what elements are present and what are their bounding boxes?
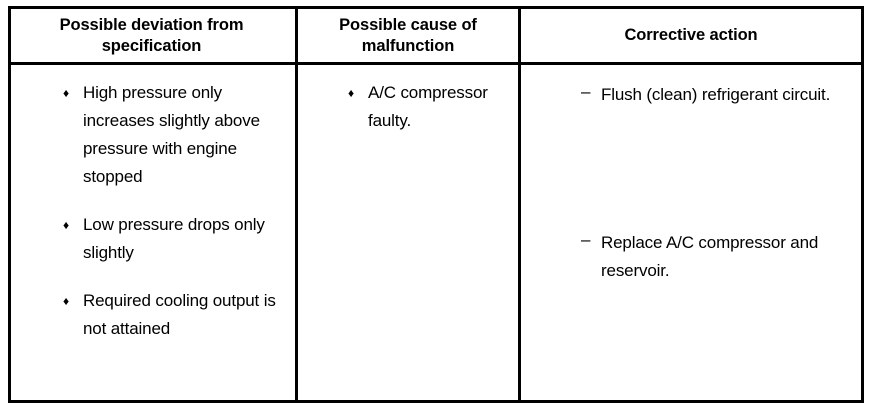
cause-list: ♦ A/C compressor faulty. [298,65,518,135]
diamond-bullet-icon: ♦ [348,86,354,100]
troubleshooting-table: Possible deviation from specification Po… [8,6,864,403]
list-item: – Flush (clean) refrigerant circuit. [581,81,861,109]
list-spacer [581,109,861,229]
column-header-action-label: Corrective action [624,26,758,44]
table-header-row: Possible deviation from specification Po… [11,9,861,65]
diamond-bullet-icon: ♦ [63,218,69,232]
list-item: ♦ Low pressure drops only slightly [63,211,283,267]
dash-bullet-icon: – [581,82,591,101]
column-header-deviation: Possible deviation from specification [11,9,292,62]
list-item: ♦ Required cooling output is not attaine… [63,287,283,343]
list-item-text: A/C compressor faulty. [368,83,488,130]
diamond-bullet-icon: ♦ [63,294,69,308]
list-item-text: Low pressure drops only slightly [83,215,265,262]
column-header-cause-label: Possible cause of malfunction [339,15,477,55]
list-item-text: Replace A/C compressor and reservoir. [601,233,819,280]
column-header-action: Corrective action [518,9,861,62]
cell-deviation: ♦ High pressure only increases slightly … [11,65,292,400]
column-header-deviation-label: Possible deviation from specification [59,15,244,55]
column-header-cause: Possible cause of malfunction [295,9,518,62]
list-item-text: High pressure only increases slightly ab… [83,83,260,186]
deviation-list: ♦ High pressure only increases slightly … [11,65,292,343]
action-list: – Flush (clean) refrigerant circuit. – R… [521,65,861,285]
list-item: – Replace A/C compressor and reservoir. [581,229,861,285]
dash-bullet-icon: – [581,230,591,249]
table-body-row: ♦ High pressure only increases slightly … [11,65,861,400]
list-item-text: Flush (clean) refrigerant circuit. [601,85,831,104]
diamond-bullet-icon: ♦ [63,86,69,100]
list-item-text: Required cooling output is not attained [83,291,276,338]
list-item: ♦ A/C compressor faulty. [348,79,508,135]
cell-cause: ♦ A/C compressor faulty. [295,65,518,400]
cell-action: – Flush (clean) refrigerant circuit. – R… [518,65,861,400]
list-item: ♦ High pressure only increases slightly … [63,79,283,191]
